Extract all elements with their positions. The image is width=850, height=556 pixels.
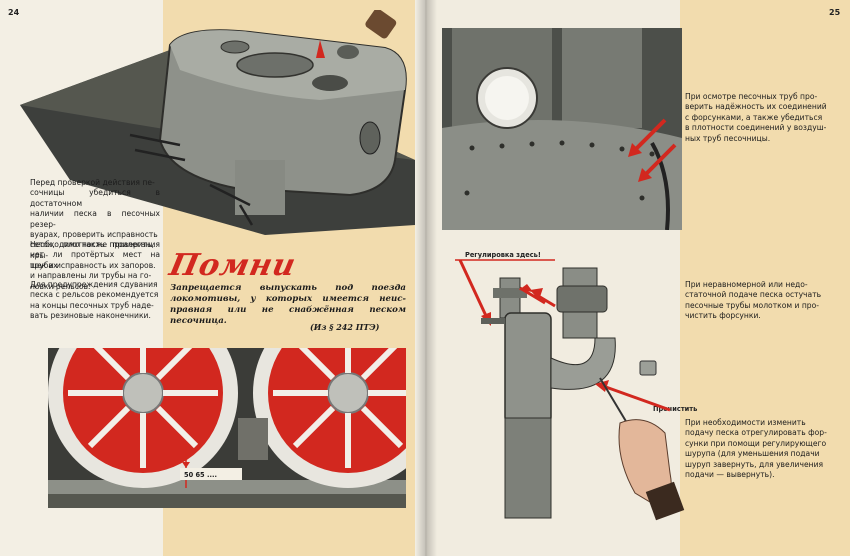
right-page: 25 При осмотре песочных труб про- верить… <box>425 0 850 556</box>
sandbox-illustration <box>20 10 415 235</box>
nozzle-illustration <box>455 259 685 521</box>
page-number-left: 24 <box>8 8 20 17</box>
label-clean: Прочистить <box>653 405 698 413</box>
warning-source: (Из § 242 ПТЭ) <box>310 322 380 332</box>
wheel-left <box>48 348 238 488</box>
label-adjust: Регулировка здесь! <box>465 251 541 259</box>
remember-heading: Помни <box>166 248 300 283</box>
right-text-1: При осмотре песочных труб про- верить на… <box>685 92 827 143</box>
page-number-right: 25 <box>829 8 841 17</box>
gap-label: 50 65 .... <box>184 471 217 479</box>
wheel-right <box>253 348 406 488</box>
cream-panel-right <box>680 0 850 556</box>
book-gutter <box>415 0 437 556</box>
left-text-3: Для предупреждения сдувания песка с рель… <box>30 280 159 321</box>
left-page: 24 Перед проверкой действия пе- сочницы … <box>8 0 415 556</box>
left-text-1: Перед проверкой действия пе- сочницы убе… <box>30 178 160 271</box>
right-text-3: При необходимости изменить подачу песка … <box>685 418 827 480</box>
right-text-2: При неравномерной или недо- статочной по… <box>685 280 822 321</box>
dome-illustration <box>442 28 682 230</box>
wheels-illustration <box>48 348 406 508</box>
red-arrows-top <box>628 118 677 182</box>
warning-text: Запрещается выпускать под поезда локомот… <box>170 283 406 326</box>
left-text-2: Необходимо также проверить, нет ли протё… <box>30 240 160 291</box>
